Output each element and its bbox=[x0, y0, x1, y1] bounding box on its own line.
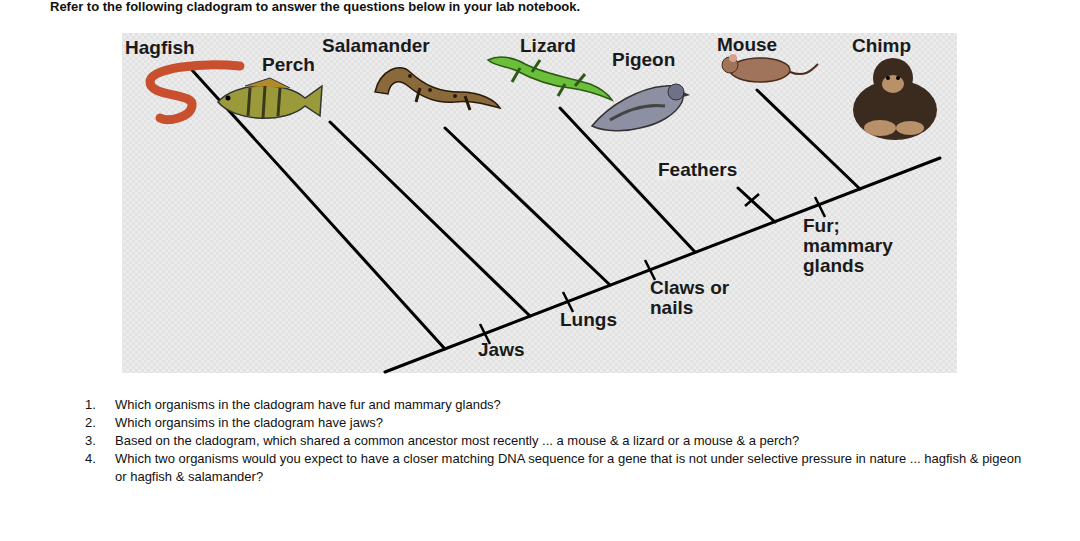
question-number: 2. bbox=[85, 414, 96, 432]
question-text: Which organsims in the cladogram have ja… bbox=[115, 414, 1035, 432]
organism-name: Pigeon bbox=[612, 50, 675, 70]
lizard-figure bbox=[488, 57, 612, 100]
hagfish-figure bbox=[150, 65, 240, 120]
organism-name: Mouse bbox=[717, 35, 777, 55]
question-text: Based on the cladogram, which shared a c… bbox=[115, 432, 1035, 450]
organism-name: Chimp bbox=[852, 36, 911, 56]
branch-lines bbox=[192, 70, 940, 372]
organism-name: Perch bbox=[262, 55, 315, 75]
mouse-figure bbox=[722, 54, 818, 82]
trait-label: Fur; mammary glands bbox=[803, 216, 903, 276]
page-title: Refer to the following cladogram to answ… bbox=[50, 0, 580, 14]
trait-ticks bbox=[480, 194, 825, 344]
question-text: Which two organisms would you expect to … bbox=[115, 450, 1025, 486]
background-panel bbox=[122, 33, 957, 373]
question-text: Which organisms in the cladogram have fu… bbox=[115, 396, 1035, 414]
trait-label: Claws or nails bbox=[650, 278, 758, 318]
question-number: 3. bbox=[85, 432, 96, 450]
question-number: 4. bbox=[85, 450, 96, 468]
organism-name: Salamander bbox=[322, 36, 430, 56]
trait-label: Lungs bbox=[560, 310, 617, 330]
chimp-figure bbox=[853, 58, 937, 140]
organism-name: Lizard bbox=[520, 36, 576, 56]
organism-name: Hagfish bbox=[125, 38, 195, 58]
pigeon-figure bbox=[592, 84, 690, 131]
salamander-figure bbox=[375, 68, 500, 110]
trait-label: Feathers bbox=[656, 160, 739, 180]
question-number: 1. bbox=[85, 396, 96, 414]
perch-figure bbox=[218, 78, 322, 118]
trait-label: Jaws bbox=[478, 340, 524, 360]
